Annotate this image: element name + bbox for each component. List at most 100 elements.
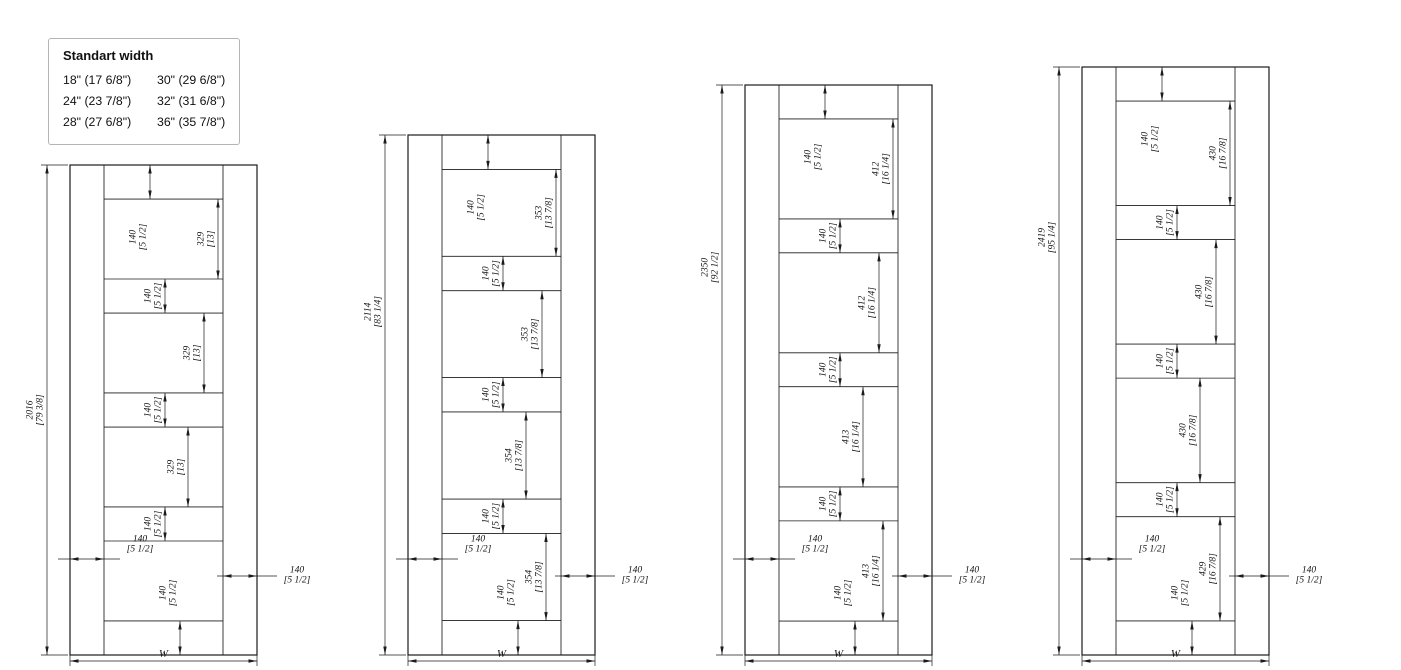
svg-text:140: 140 bbox=[144, 517, 154, 532]
dim-label: 2350[92 1/2] bbox=[701, 251, 721, 283]
dim-label: 140[5 1/2] bbox=[834, 579, 854, 606]
svg-text:[95 1/4]: [95 1/4] bbox=[1048, 222, 1058, 254]
legend-size: 18" (17 6/8") bbox=[63, 73, 132, 87]
legend-row: 28" (27 6/8") 36" (35 7/8") bbox=[63, 112, 225, 133]
svg-text:140: 140 bbox=[819, 228, 829, 243]
svg-text:140: 140 bbox=[834, 586, 844, 601]
dim-label: 140[5 1/2] bbox=[1156, 347, 1176, 374]
width-label: W bbox=[159, 648, 169, 660]
dim-label: 140[5 1/2] bbox=[482, 381, 502, 408]
svg-text:[5 1/2]: [5 1/2] bbox=[465, 545, 492, 555]
svg-text:140: 140 bbox=[1156, 492, 1166, 507]
legend-row: 18" (17 6/8") 30" (29 6/8") bbox=[63, 70, 225, 91]
dimensions: 2114[83 1/4]140[5 1/2]140[5 1/2]140[5 1/… bbox=[364, 134, 649, 666]
svg-text:140: 140 bbox=[290, 566, 305, 576]
dim-label: 329[13] bbox=[167, 458, 187, 475]
legend-size: 30" (29 6/8") bbox=[157, 73, 226, 87]
dimensions: 2350[92 1/2]140[5 1/2]140[5 1/2]140[5 1/… bbox=[701, 84, 986, 666]
svg-text:140: 140 bbox=[819, 497, 829, 512]
svg-text:329: 329 bbox=[197, 232, 207, 248]
dim-label: 140[5 1/2] bbox=[159, 579, 179, 606]
svg-text:[16 7/8]: [16 7/8] bbox=[1205, 276, 1215, 308]
standard-width-legend: Standart width 18" (17 6/8") 30" (29 6/8… bbox=[48, 38, 241, 145]
legend-size: 24" (23 7/8") bbox=[63, 94, 132, 108]
svg-text:[5 1/2]: [5 1/2] bbox=[284, 576, 311, 586]
svg-text:[13]: [13] bbox=[177, 458, 187, 475]
door-frame bbox=[69, 164, 258, 656]
svg-text:[5 1/2]: [5 1/2] bbox=[1166, 347, 1176, 374]
dim-label: 2114[83 1/4] bbox=[364, 296, 384, 328]
svg-text:412: 412 bbox=[872, 162, 882, 177]
dim-label: 140[5 1/2] bbox=[1139, 535, 1166, 555]
dim-label: 140[5 1/2] bbox=[129, 223, 149, 250]
svg-text:140: 140 bbox=[482, 266, 492, 281]
dim-label: 140[5 1/2] bbox=[819, 490, 839, 517]
dim-label: 140[5 1/2] bbox=[465, 535, 492, 555]
svg-text:[5 1/2]: [5 1/2] bbox=[959, 576, 986, 586]
svg-text:413: 413 bbox=[862, 564, 872, 579]
svg-text:[5 1/2]: [5 1/2] bbox=[829, 356, 839, 383]
svg-text:140: 140 bbox=[1141, 132, 1151, 147]
svg-text:353: 353 bbox=[535, 205, 545, 221]
svg-text:140: 140 bbox=[808, 535, 823, 545]
svg-text:[5 1/2]: [5 1/2] bbox=[802, 545, 829, 555]
svg-text:[5 1/2]: [5 1/2] bbox=[1151, 125, 1161, 152]
dim-label: 430[16 7/8] bbox=[1209, 137, 1229, 169]
dim-label: 140[5 1/2] bbox=[144, 396, 164, 423]
svg-text:140: 140 bbox=[1156, 215, 1166, 230]
svg-text:[92 1/2]: [92 1/2] bbox=[711, 251, 721, 283]
dimensions: 2419[95 1/4]140[5 1/2]140[5 1/2]140[5 1/… bbox=[1038, 66, 1323, 666]
svg-text:[5 1/2]: [5 1/2] bbox=[1139, 545, 1166, 555]
svg-text:[5 1/2]: [5 1/2] bbox=[622, 576, 649, 586]
svg-text:[16 7/8]: [16 7/8] bbox=[1219, 137, 1229, 169]
dim-label: 140[5 1/2] bbox=[284, 566, 311, 586]
door-outline bbox=[407, 134, 596, 656]
svg-text:140: 140 bbox=[1171, 586, 1181, 601]
door-outline bbox=[1081, 66, 1270, 656]
dim-label: 329[13] bbox=[197, 230, 217, 247]
svg-text:140: 140 bbox=[497, 585, 507, 600]
svg-text:[5 1/2]: [5 1/2] bbox=[507, 579, 517, 606]
svg-text:[5 1/2]: [5 1/2] bbox=[169, 579, 179, 606]
dim-label: 353[13 7/8] bbox=[521, 318, 541, 350]
svg-text:[5 1/2]: [5 1/2] bbox=[814, 143, 824, 170]
dim-label: 329[13] bbox=[183, 344, 203, 361]
dim-label: 412[16 1/4] bbox=[872, 153, 892, 185]
width-label: W bbox=[834, 648, 844, 660]
svg-text:140: 140 bbox=[1145, 535, 1160, 545]
legend-size: 28" (27 6/8") bbox=[63, 115, 132, 129]
svg-text:430: 430 bbox=[1209, 146, 1219, 161]
svg-text:[5 1/2]: [5 1/2] bbox=[477, 194, 487, 221]
svg-text:[16 1/4]: [16 1/4] bbox=[852, 421, 862, 453]
svg-text:354: 354 bbox=[505, 448, 515, 464]
svg-text:430: 430 bbox=[1195, 284, 1205, 299]
svg-text:140: 140 bbox=[804, 150, 814, 165]
svg-text:140: 140 bbox=[159, 586, 169, 601]
door-frame bbox=[1081, 66, 1270, 656]
svg-text:[79 3/8]: [79 3/8] bbox=[36, 394, 46, 426]
svg-text:[5 1/2]: [5 1/2] bbox=[1166, 209, 1176, 236]
dim-label: 140[5 1/2] bbox=[819, 222, 839, 249]
dim-label: 140[5 1/2] bbox=[959, 566, 986, 586]
dim-label: 140[5 1/2] bbox=[1156, 486, 1176, 513]
svg-text:[13 7/8]: [13 7/8] bbox=[545, 197, 555, 229]
svg-text:[5 1/2]: [5 1/2] bbox=[829, 490, 839, 517]
door-outline bbox=[744, 84, 933, 656]
legend-size: 36" (35 7/8") bbox=[157, 115, 226, 129]
dim-label: 412[16 1/4] bbox=[858, 287, 878, 319]
dim-label: 140[5 1/2] bbox=[1296, 566, 1323, 586]
svg-text:[5 1/2]: [5 1/2] bbox=[154, 282, 164, 309]
dim-label: 430[16 7/8] bbox=[1179, 414, 1199, 446]
dim-label: 140[5 1/2] bbox=[497, 579, 517, 606]
svg-text:413: 413 bbox=[842, 429, 852, 444]
svg-text:[5 1/2]: [5 1/2] bbox=[492, 260, 502, 287]
svg-text:140: 140 bbox=[482, 509, 492, 524]
svg-text:[16 1/4]: [16 1/4] bbox=[882, 153, 892, 185]
svg-text:140: 140 bbox=[467, 200, 477, 215]
door-height-2114: 2114[83 1/4]140[5 1/2]140[5 1/2]140[5 1/… bbox=[364, 134, 649, 666]
svg-text:[13]: [13] bbox=[193, 344, 203, 361]
svg-text:[5 1/2]: [5 1/2] bbox=[154, 396, 164, 423]
svg-text:430: 430 bbox=[1179, 423, 1189, 438]
svg-text:[16 7/8]: [16 7/8] bbox=[1209, 553, 1219, 585]
dim-label: 140[5 1/2] bbox=[144, 510, 164, 537]
